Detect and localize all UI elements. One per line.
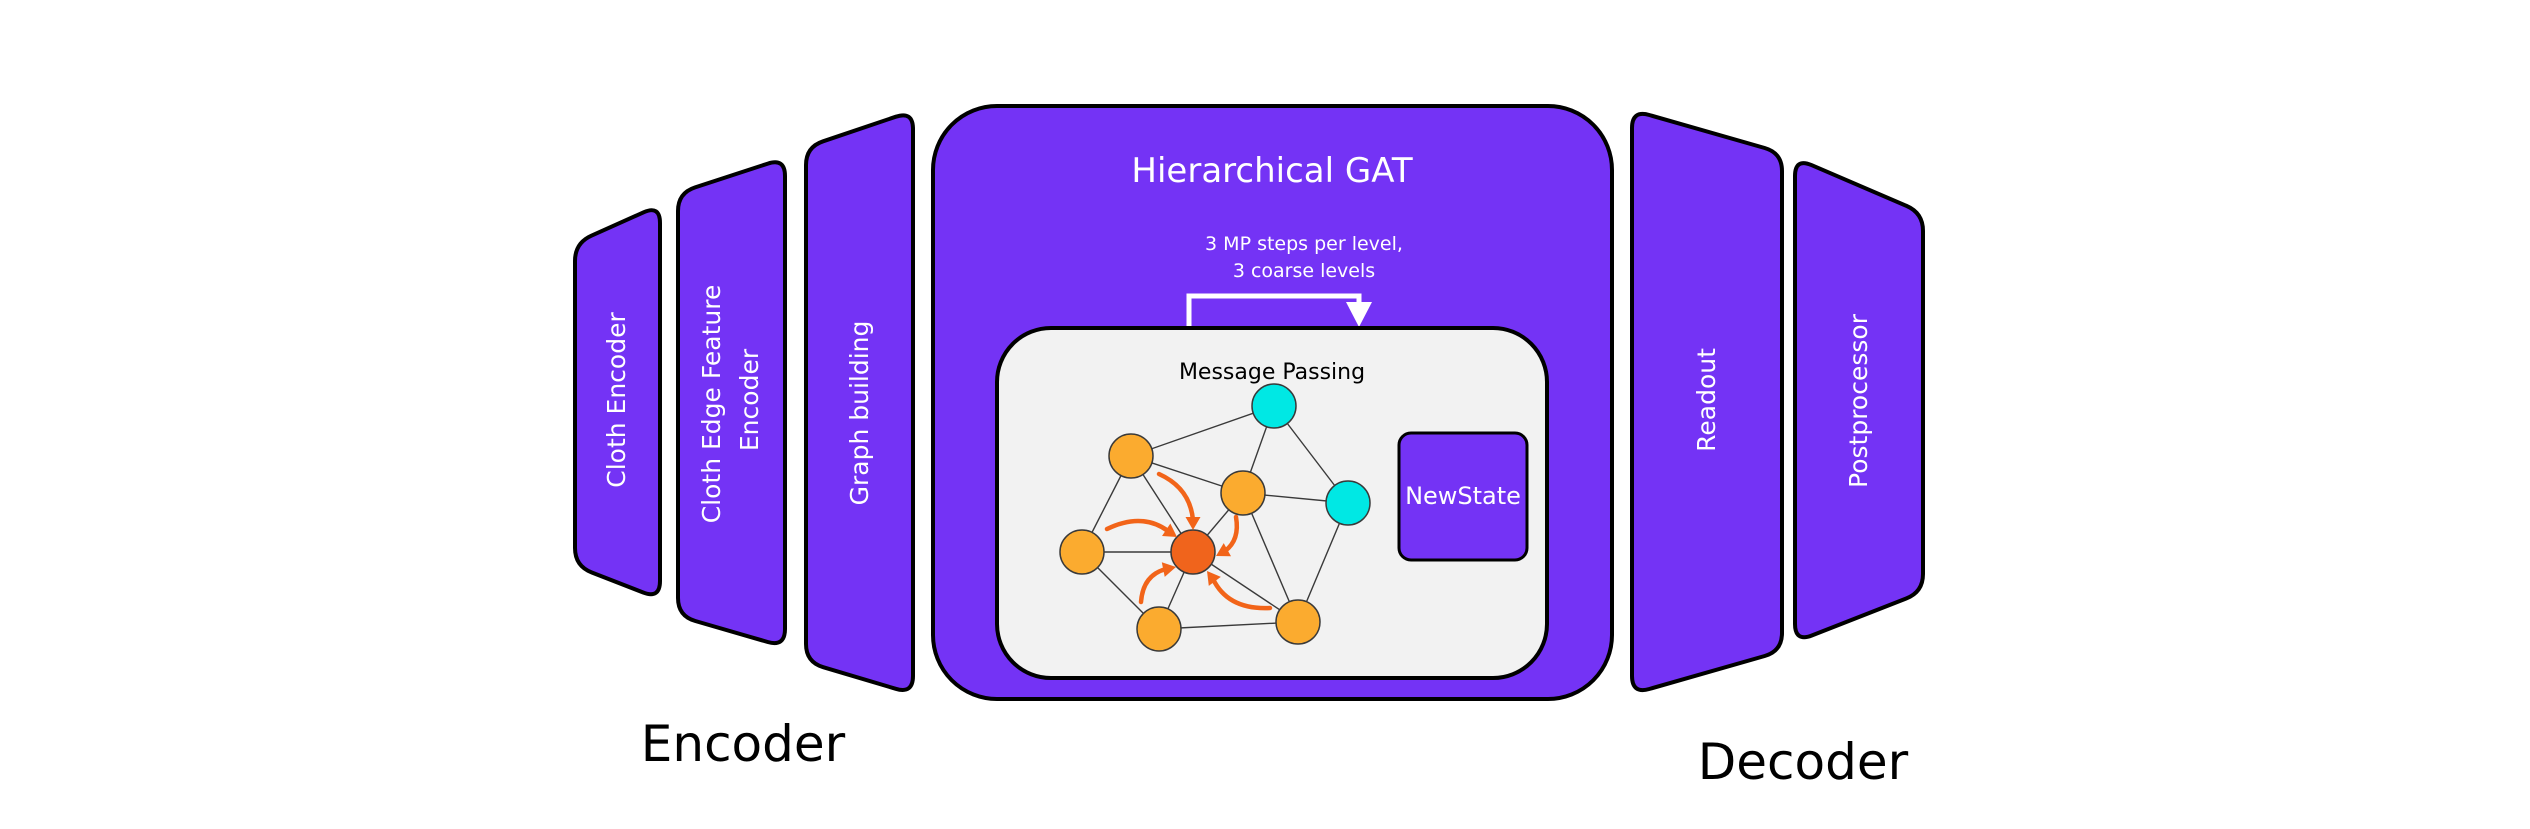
cloth-edge-feature-encoder-module: Cloth Edge Feature Encoder xyxy=(676,160,787,646)
graph-nodes xyxy=(1059,383,1371,652)
readout-module: Readout xyxy=(1630,111,1784,693)
message-arrowhead-o4 xyxy=(1161,562,1176,577)
decoder-section-label: Decoder xyxy=(1698,733,1909,791)
graph-node-target-t xyxy=(1170,529,1216,575)
new-state-label: NewState xyxy=(1405,482,1521,510)
readout-label: Readout xyxy=(1692,348,1721,452)
postprocessor-label: Postprocessor xyxy=(1844,313,1873,488)
message-arrow-o4 xyxy=(1138,566,1169,605)
cloth-edge-feature-encoder-label-line-2: Encoder xyxy=(735,348,764,451)
cloth-encoder-label-line: Cloth Encoder xyxy=(602,312,631,488)
graph-building-panel xyxy=(804,113,915,692)
message-arrow-o5 xyxy=(1210,576,1273,611)
message-passing-panel xyxy=(995,326,1549,680)
encoder-section-label: Encoder xyxy=(641,715,846,773)
graph-edge-o2-o5 xyxy=(1242,492,1299,623)
message-arrowhead-o3 xyxy=(1162,523,1177,537)
graph-node-orange-o5 xyxy=(1275,599,1321,645)
encoder-group: Cloth Encoder Cloth Edge Feature Encoder… xyxy=(573,113,915,773)
graph-edge-o1-c1 xyxy=(1130,405,1275,457)
message-arrow-o3 xyxy=(1104,518,1171,534)
postprocessor-label-line: Postprocessor xyxy=(1844,313,1873,488)
readout-panel xyxy=(1630,111,1784,693)
message-arrows xyxy=(1104,471,1273,611)
hierarchical-gat-title: Hierarchical GAT xyxy=(1131,151,1412,191)
readout-label-line: Readout xyxy=(1692,348,1721,452)
graph-node-orange-o1 xyxy=(1108,433,1154,479)
new-state-block: NewState xyxy=(1397,431,1529,562)
message-passing-block: Message Passing NewState xyxy=(995,326,1549,680)
graph-node-orange-o2 xyxy=(1220,470,1266,516)
cloth-edge-feature-encoder-label: Cloth Edge Feature Encoder xyxy=(697,277,764,524)
loop-arrowhead xyxy=(1346,302,1372,327)
message-arrowhead-o2 xyxy=(1216,543,1232,557)
message-arrowhead-o1 xyxy=(1185,517,1201,530)
cloth-encoder-label: Cloth Encoder xyxy=(602,312,631,488)
hierarchical-gat-module: Hierarchical GAT 3 MP steps per level, 3… xyxy=(931,104,1614,701)
cloth-encoder-panel xyxy=(573,208,662,597)
graph-node-orange-o4 xyxy=(1136,606,1182,652)
new-state-panel xyxy=(1397,431,1529,562)
loop-note-line-1: 3 MP steps per level, xyxy=(1205,233,1403,255)
graph-node-orange-o3 xyxy=(1059,529,1105,575)
cloth-encoder-module: Cloth Encoder xyxy=(573,208,662,597)
message-arrow-o1 xyxy=(1156,471,1196,523)
message-passing-title: Message Passing xyxy=(1179,360,1365,385)
loop-arrow-line xyxy=(1186,293,1362,330)
graph-building-module: Graph building xyxy=(804,113,915,692)
cloth-edge-feature-encoder-panel xyxy=(676,160,787,646)
graph-building-label: Graph building xyxy=(845,321,874,506)
cloth-edge-feature-encoder-label-line-1: Cloth Edge Feature xyxy=(697,285,726,524)
graph-node-cyan-c2 xyxy=(1325,480,1371,526)
postprocessor-panel xyxy=(1793,161,1925,640)
loop-arrow-icon xyxy=(1186,293,1372,330)
graph-edge-o4-o5 xyxy=(1158,621,1299,630)
graph-building-label-line: Graph building xyxy=(845,321,874,506)
loop-note-line-2: 3 coarse levels xyxy=(1233,260,1375,282)
message-arrowhead-o5 xyxy=(1207,571,1221,586)
graph-node-cyan-c1 xyxy=(1251,383,1297,429)
message-arrow-o2 xyxy=(1222,514,1240,554)
decoder-group: Readout Postprocessor Decoder xyxy=(1630,111,1925,791)
postprocessor-module: Postprocessor xyxy=(1793,161,1925,640)
